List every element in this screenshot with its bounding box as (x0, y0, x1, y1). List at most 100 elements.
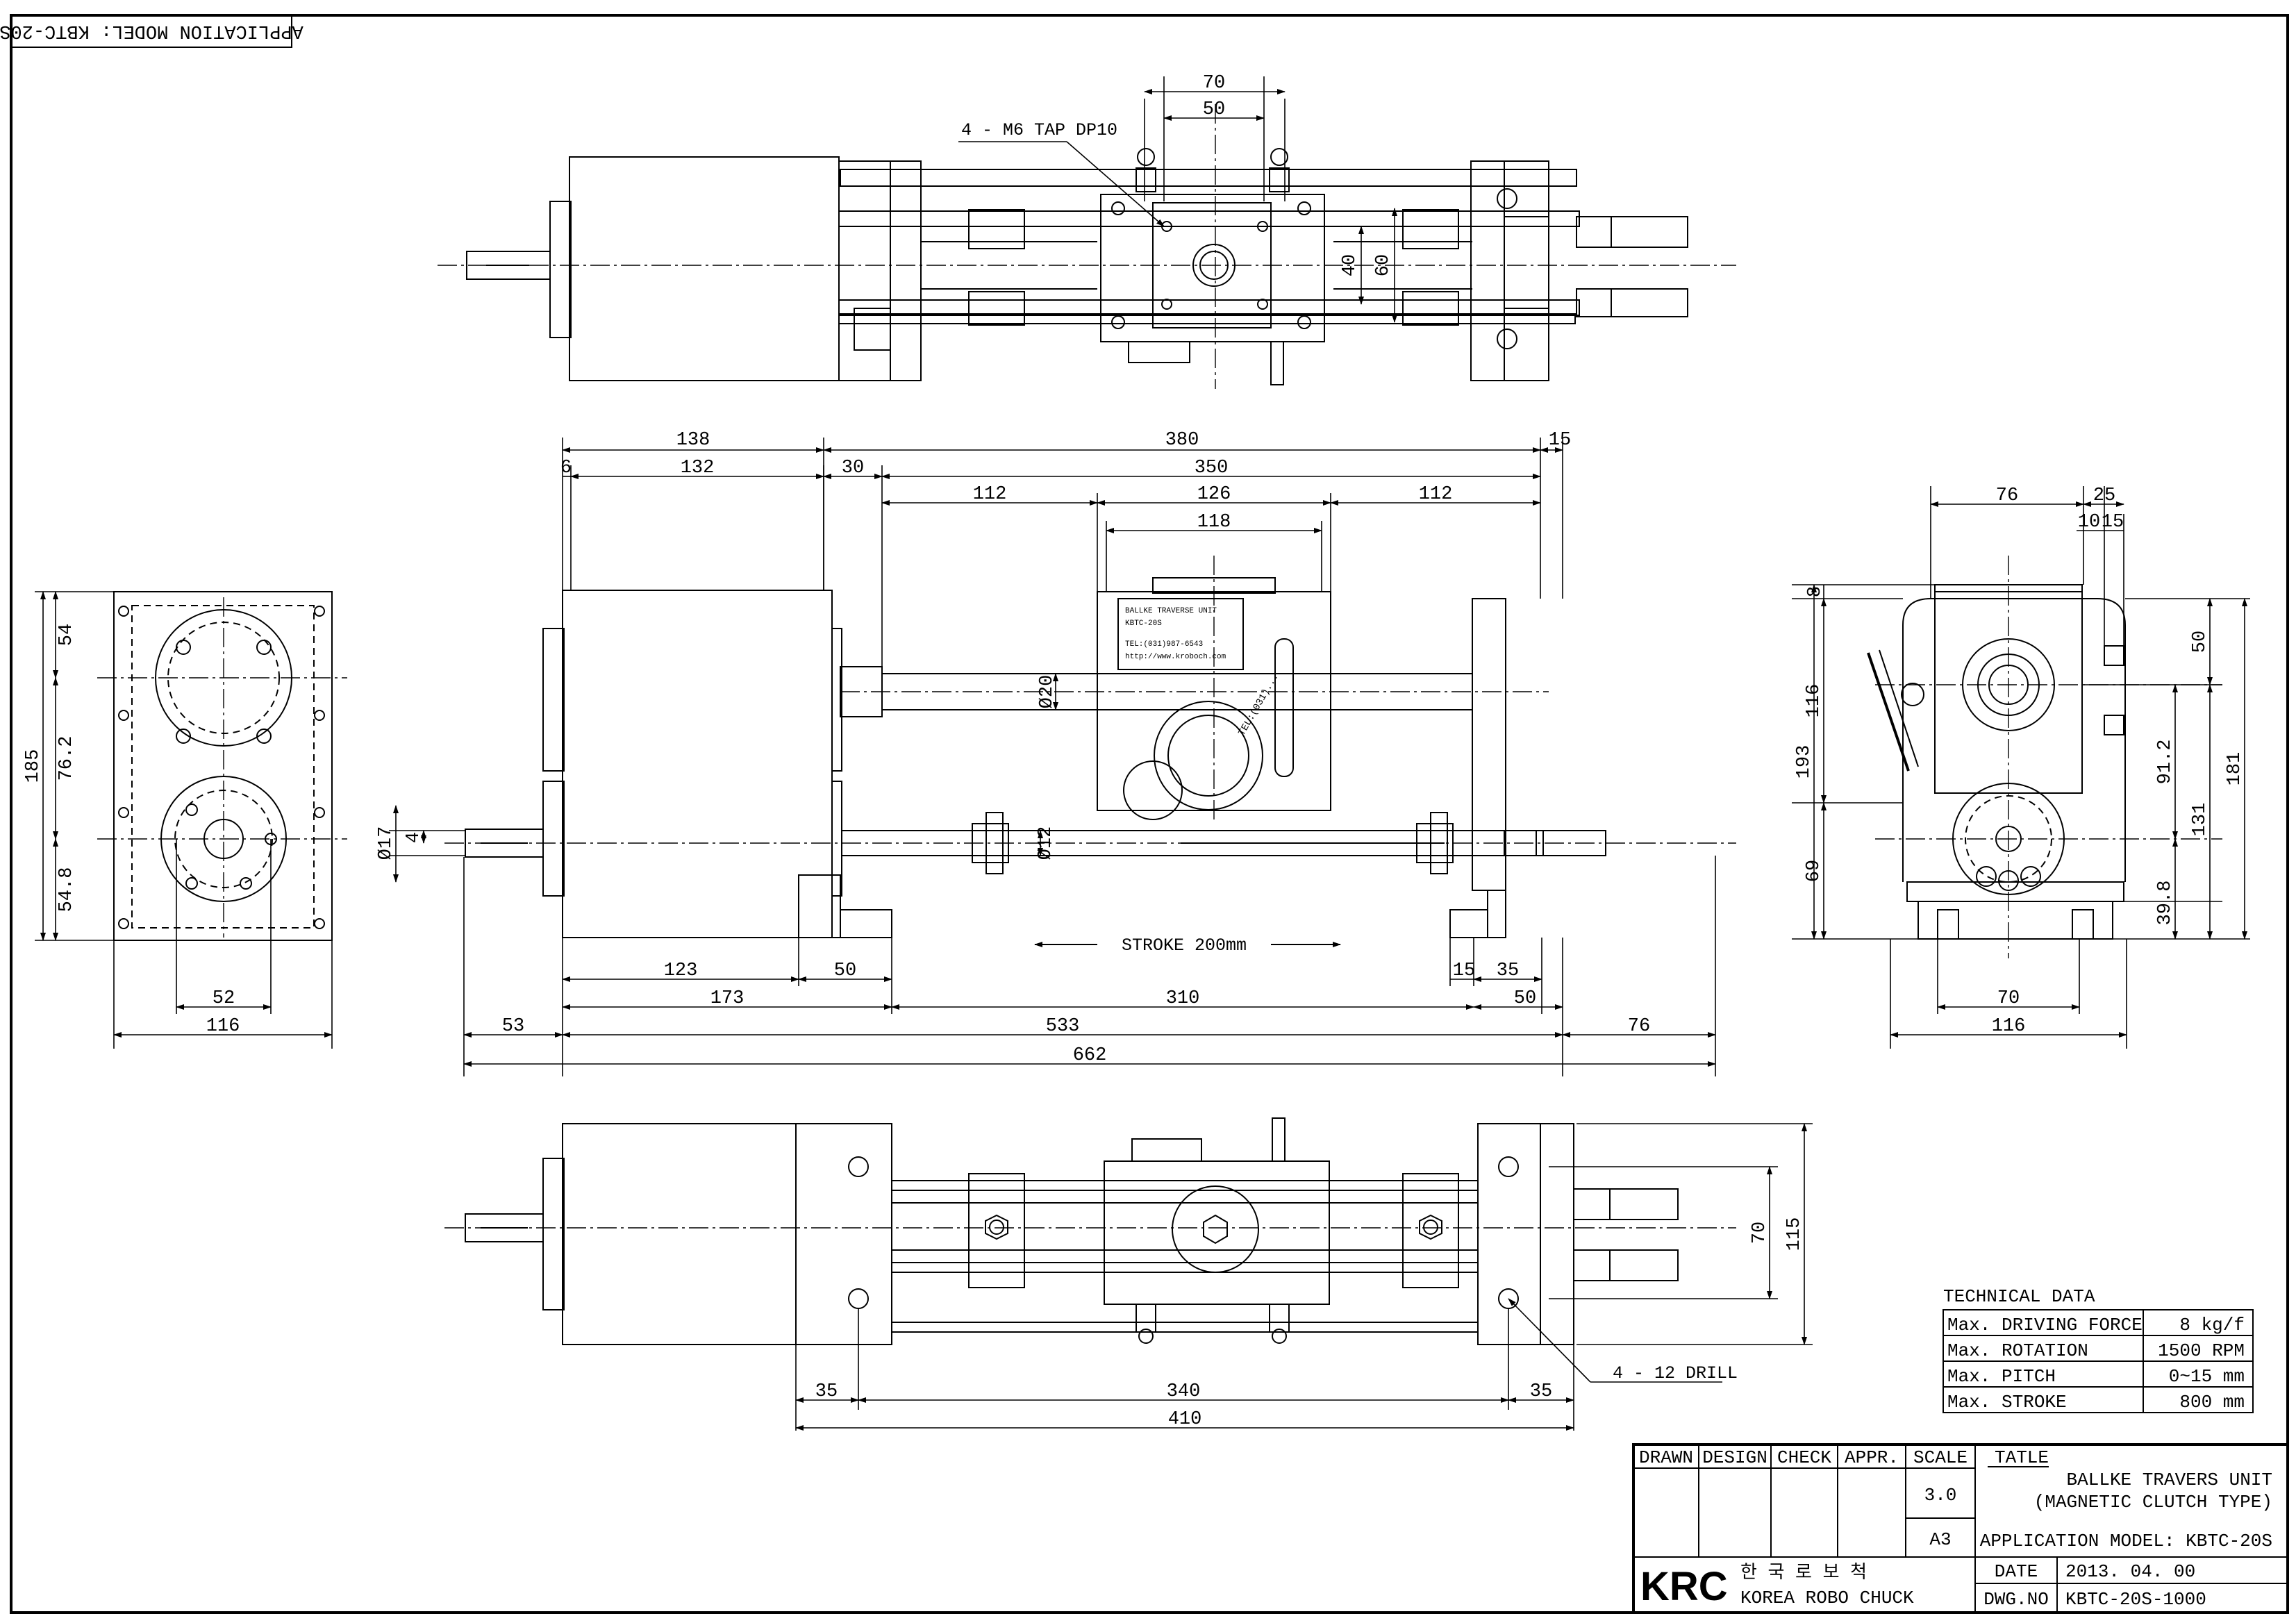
tb-date-label: DATE (1995, 1561, 2038, 1582)
top-view: 70 50 40 60 4 - M6 TAP DP10 (438, 73, 1736, 389)
dim-4: 4 (404, 832, 424, 843)
dim-350: 350 (1195, 458, 1229, 478)
company-english: KOREA ROBO CHUCK (1740, 1588, 1914, 1608)
tech-row-1-value: 8 kg/f (2179, 1315, 2245, 1335)
nameplate-line1: KBTC-20S (1125, 619, 1162, 628)
dim-138: 138 (676, 430, 710, 451)
left-dim-762: 76.2 (56, 736, 77, 781)
tb-tatle-label: TATLE (1995, 1447, 2049, 1468)
stroke-label: STROKE 200mm (1122, 935, 1247, 956)
right-dim-116: 116 (1804, 684, 1824, 718)
tech-row-2-label: Max. ROTATION (1947, 1340, 2088, 1361)
right-dim-8: 8 (1805, 586, 1826, 597)
company-korean: 한 국 로 보 척 (1740, 1562, 1867, 1583)
right-dim-50: 50 (2190, 631, 2211, 653)
callout-drill: 4 - 12 DRILL (1613, 1363, 1738, 1383)
tb-application: APPLICATION MODEL: KBTC-20S (1980, 1531, 2272, 1551)
dim-dia-12: Ø12 (1035, 826, 1056, 860)
tech-row-4-value: 800 mm (2179, 1392, 2245, 1413)
right-dim-116-w: 116 (1992, 1016, 2026, 1037)
tech-row-1-label: Max. DRIVING FORCE (1947, 1315, 2143, 1335)
application-header-text: APPLICATION MODEL: KBTC-20S (0, 20, 303, 41)
dim-top-60: 60 (1373, 254, 1394, 276)
nameplate-line2: TEL:(031)987-6543 (1125, 640, 1203, 649)
bottom-dim-70: 70 (1749, 1222, 1770, 1244)
dim-310: 310 (1166, 988, 1200, 1009)
tb-date-value: 2013. 04. 00 (2065, 1561, 2195, 1582)
drawing-border (10, 14, 2289, 1614)
tb-header-drawn: DRAWN (1639, 1447, 1693, 1468)
left-dim-52: 52 (213, 988, 235, 1009)
tech-row-2-value: 1500 RPM (2158, 1340, 2245, 1361)
callout-tap: 4 - M6 TAP DP10 (961, 120, 1117, 140)
dim-112-left: 112 (973, 484, 1007, 505)
nameplate-title: BALLKE TRAVERSE UNIT (1125, 607, 1217, 615)
tb-dwg-value: KBTC-20S-1000 (2065, 1589, 2206, 1610)
dim-132: 132 (681, 458, 715, 478)
tb-title-line1: BALLKE TRAVERS UNIT (2067, 1470, 2272, 1490)
right-side-view: 76 25 10 15 193 8 116 69 181 50 131 91.2… (1792, 485, 2250, 1049)
right-dim-131: 131 (2190, 803, 2211, 837)
dim-dia-17: Ø17 (376, 826, 397, 860)
dim-6: 6 (560, 458, 572, 478)
technical-data-heading: TECHNICAL DATA (1943, 1286, 2095, 1307)
bottom-dim-410: 410 (1168, 1409, 1202, 1430)
front-view: BALLKE TRAVERSE UNIT KBTC-20S TEL:(031)9… (376, 430, 1736, 1076)
bottom-dim-35-a: 35 (815, 1381, 838, 1402)
dim-380: 380 (1165, 430, 1199, 451)
dim-123: 123 (664, 960, 698, 981)
dim-662: 662 (1073, 1045, 1107, 1066)
right-dim-69: 69 (1804, 860, 1824, 882)
dim-35-a: 35 (1497, 960, 1519, 981)
dim-112-right: 112 (1419, 484, 1453, 505)
tb-scale-value: 3.0 (1924, 1485, 1957, 1506)
application-header: APPLICATION MODEL: KBTC-20S (0, 15, 303, 48)
dim-top-50: 50 (1203, 99, 1225, 120)
tb-header-appr: APPR. (1845, 1447, 1899, 1468)
dim-173: 173 (710, 988, 744, 1009)
bottom-dim-115: 115 (1784, 1217, 1805, 1251)
bottom-dim-35-b: 35 (1530, 1381, 1552, 1402)
left-dim-185: 185 (23, 749, 44, 783)
right-dim-398: 39.8 (2155, 881, 2176, 926)
right-dim-25: 25 (2093, 485, 2115, 506)
dim-50-b: 50 (1514, 988, 1536, 1009)
left-dim-54: 54 (56, 624, 77, 646)
dim-30: 30 (842, 458, 864, 478)
dim-50-a: 50 (834, 960, 856, 981)
dim-top-70: 70 (1203, 73, 1225, 94)
tb-dwg-label: DWG.NO (1983, 1589, 2049, 1610)
tech-row-3-value: 0~15 mm (2169, 1366, 2245, 1387)
dim-76-a: 76 (1628, 1016, 1650, 1037)
company-logo: KRC (1640, 1564, 1728, 1609)
dim-top-40: 40 (1340, 254, 1361, 276)
tb-paper-size: A3 (1929, 1529, 1951, 1550)
dim-15-top: 15 (1549, 430, 1571, 451)
right-dim-70: 70 (1997, 988, 2020, 1009)
technical-data-table: TECHNICAL DATA Max. DRIVING FORCE 8 kg/f… (1943, 1286, 2254, 1413)
right-dim-181: 181 (2224, 752, 2245, 786)
tech-row-3-label: Max. PITCH (1947, 1366, 2056, 1387)
tech-row-4-label: Max. STROKE (1947, 1392, 2067, 1413)
right-dim-193: 193 (1794, 745, 1815, 779)
dim-dia-20: Ø20 (1037, 675, 1058, 709)
bottom-view: 4 - 12 DRILL 70 115 35 340 35 410 (444, 1117, 1813, 1431)
dim-126: 126 (1197, 484, 1231, 505)
dim-118: 118 (1197, 512, 1231, 533)
right-dim-76: 76 (1996, 485, 2018, 506)
right-dim-10: 10 (2078, 512, 2100, 533)
right-dim-15: 15 (2102, 512, 2124, 533)
bottom-dim-340: 340 (1167, 1381, 1201, 1402)
tb-header-design: DESIGN (1702, 1447, 1767, 1468)
dim-533: 533 (1046, 1016, 1080, 1037)
left-dim-116: 116 (206, 1016, 240, 1037)
tb-title-line2: (MAGNETIC CLUTCH TYPE) (2034, 1492, 2272, 1513)
dim-53: 53 (502, 1016, 524, 1037)
right-dim-912: 91.2 (2155, 740, 2176, 785)
tb-header-scale: SCALE (1913, 1447, 1968, 1468)
left-side-view: 54 76.2 54.8 185 52 116 (23, 591, 347, 1049)
tb-header-check: CHECK (1777, 1447, 1831, 1468)
nameplate-line3: http://www.kroboch.com (1125, 653, 1226, 661)
dim-15-bot: 15 (1453, 960, 1475, 981)
